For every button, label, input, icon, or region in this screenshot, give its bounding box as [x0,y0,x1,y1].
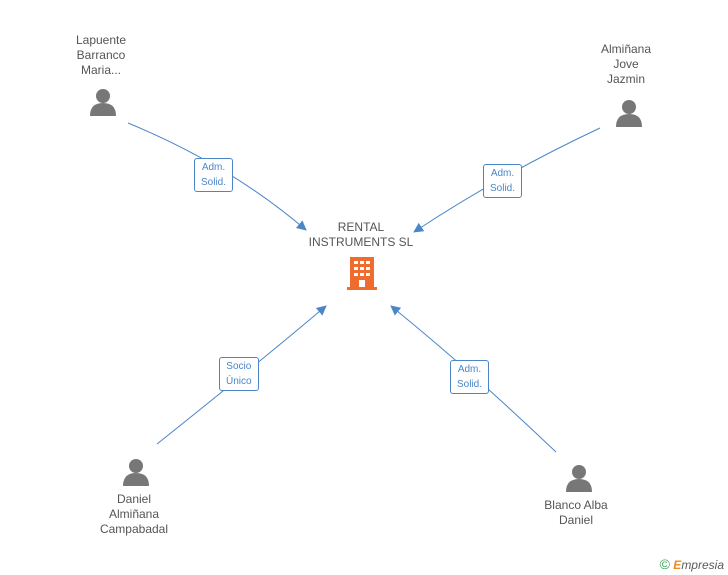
role-badge-line: Único [226,376,252,387]
person-name-line: Jove [613,57,639,71]
person-name-line: Campabadal [99,522,169,536]
person-name-line: Maria... [80,63,121,77]
copyright-icon: © [659,556,670,572]
person-icon[interactable] [90,89,116,116]
person-name-line: Almiñana [600,42,652,56]
company-name-line1: RENTAL [337,220,385,234]
role-badge-line: Solid. [201,177,227,188]
person-name-line: Daniel [558,513,594,527]
person-name-line: Lapuente [75,33,127,47]
person-name-line: Barranco [76,48,126,62]
person-icon[interactable] [566,465,592,492]
building-icon [347,257,377,290]
brand-name: mpresia [681,558,724,572]
person-icon[interactable] [123,459,149,486]
person-name-line: Daniel [116,492,152,506]
brand-initial: E [673,558,682,572]
role-badge: Adm. Solid. [450,360,490,394]
person-icon[interactable] [616,100,642,127]
company-name-line2: INSTRUMENTS SL [308,235,414,249]
role-badge-line: Adm. [457,364,482,375]
role-badge: Socio Único [219,357,259,391]
person-name[interactable]: Lapuente Barranco Maria... [56,33,146,78]
person-name-line: Jazmin [606,72,645,86]
person-name-line: Blanco Alba [544,498,608,512]
footer-brand[interactable]: © Empresia [660,556,724,572]
person-name-line: Almiñana [108,507,160,521]
role-badge-line: Solid. [490,183,516,194]
role-badge: Adm. Solid. [483,164,523,198]
role-badge: Adm. Solid. [194,158,234,192]
company-name[interactable]: RENTAL INSTRUMENTS SL [296,220,426,250]
person-name[interactable]: Almiñana Jove Jazmin [581,42,671,87]
person-name[interactable]: Blanco Alba Daniel [526,498,626,528]
role-badge-line: Adm. [201,162,226,173]
role-badge-line: Socio [226,361,252,372]
role-badge-line: Adm. [490,168,515,179]
person-name[interactable]: Daniel Almiñana Campabadal [84,492,184,537]
role-badge-line: Solid. [457,379,483,390]
